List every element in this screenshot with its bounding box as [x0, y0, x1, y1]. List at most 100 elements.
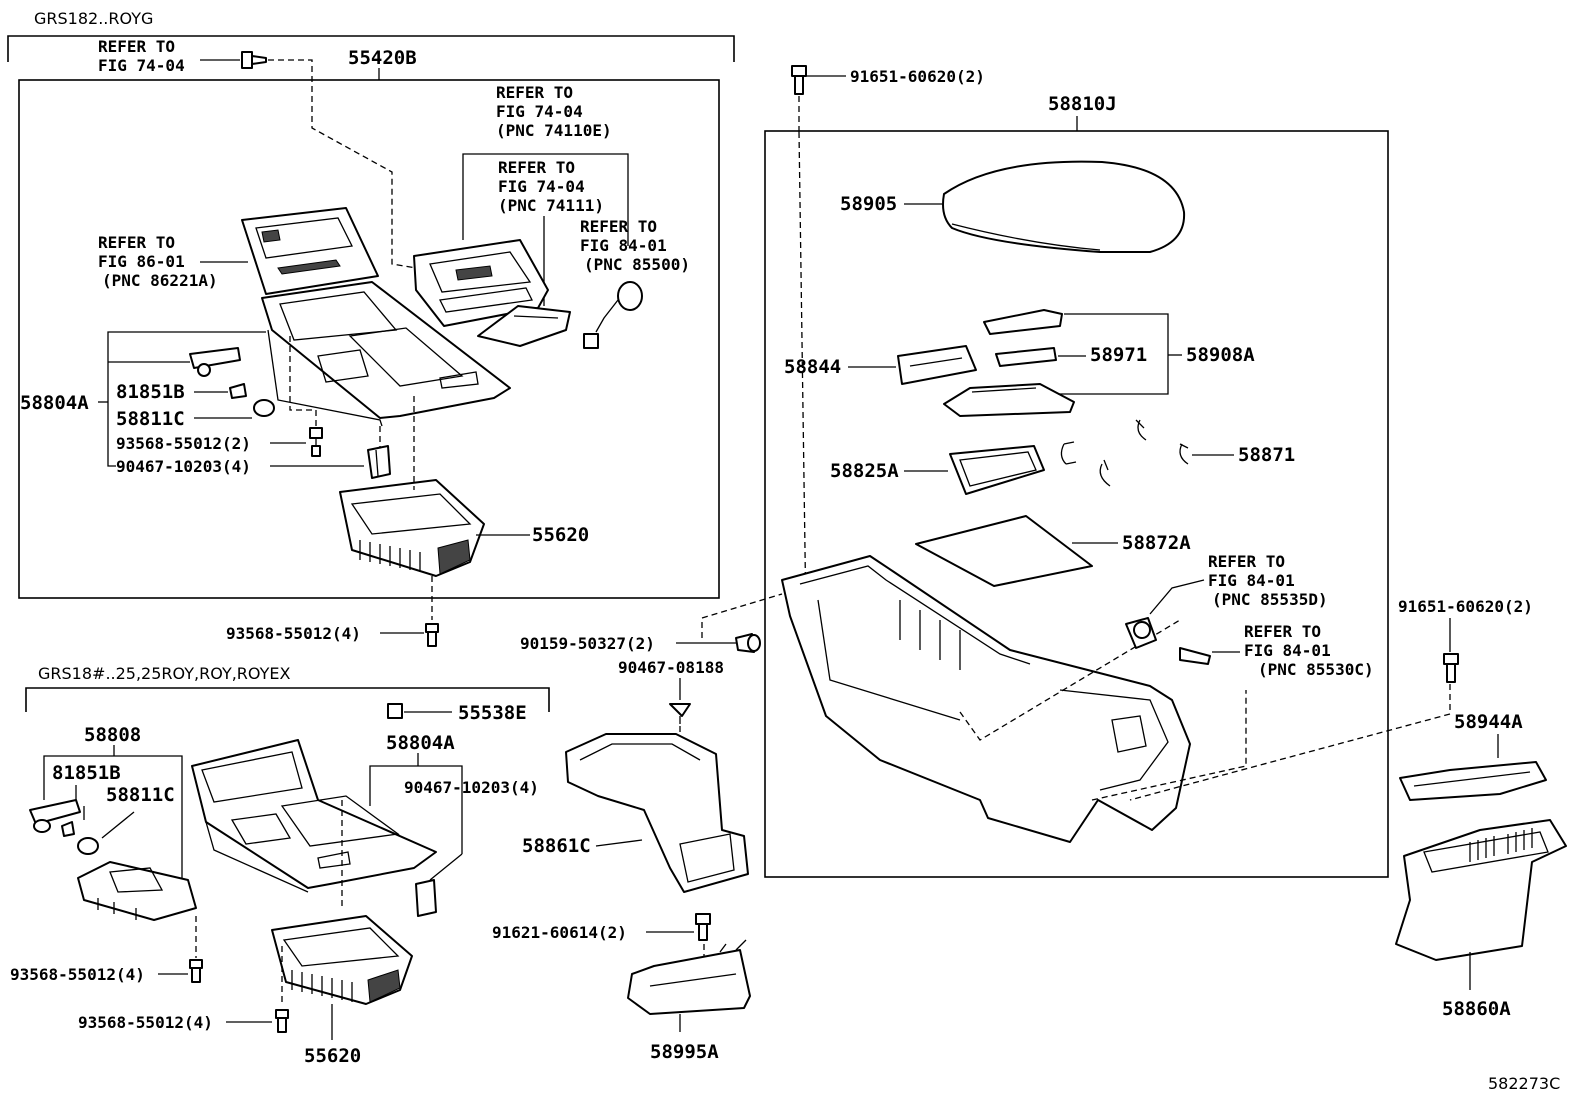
bolt-icon-c [189, 959, 203, 983]
ref-note-4-line1: REFER TO [580, 217, 657, 236]
shift-panel-lower [191, 739, 437, 893]
rear-vent-panel-part-58860A [1395, 819, 1567, 961]
part-label-55420B: 55420B [348, 47, 417, 69]
clip-icon-a [367, 445, 391, 479]
ref-note-2-line1: REFER TO [496, 83, 573, 102]
part-label-58810J: 58810J [1048, 93, 1117, 115]
part-label-90467-b: 90467-08188 [618, 658, 724, 677]
part-label-55620-upper: 55620 [532, 524, 589, 546]
ref-note-3-line2: FIG 74-04 [498, 177, 585, 196]
latch-part-upper [983, 309, 1063, 335]
section-bracket-lower [25, 687, 550, 712]
part-label-58971: 58971 [1090, 344, 1147, 366]
ref-note-3-line3: (PNC 74111) [498, 196, 604, 215]
part-label-58861C: 58861C [522, 835, 591, 857]
part-label-93568-b: 93568-55012(4) [226, 624, 361, 643]
vent-trim-part-58944A [1399, 761, 1547, 801]
part-label-90467-a: 90467-10203(4) [116, 457, 251, 476]
indicator-plate-part [77, 861, 197, 921]
part-label-55538E: 55538E [458, 702, 527, 724]
section-bracket-upper [7, 35, 735, 62]
mat-part-58872A [915, 515, 1093, 587]
part-label-58844: 58844 [784, 356, 841, 378]
ref-note-1-line2: FIG 74-04 [98, 56, 185, 75]
console-body-part [781, 555, 1191, 843]
lamp-housing-upper [189, 347, 241, 377]
duct-part-58861C [565, 733, 749, 893]
bolt-icon-d [275, 1009, 289, 1033]
bulb-socket-upper [253, 399, 275, 417]
part-label-58905: 58905 [840, 193, 897, 215]
clip-icon-90467-b [669, 703, 691, 724]
bolt-icon-91651-b [1443, 653, 1459, 683]
part-label-81851B-lower: 81851B [52, 762, 121, 784]
storage-box-upper [339, 479, 485, 577]
part-label-58860A: 58860A [1442, 998, 1511, 1020]
vent-grille-icon [1469, 828, 1533, 862]
part-label-91621: 91621-60614(2) [492, 923, 627, 942]
spring-clip-icons [1060, 419, 1189, 487]
socket-icon-85535D [1125, 617, 1157, 649]
diagram-code: 582273C [1488, 1074, 1560, 1093]
ref-note-4-line2: FIG 84-01 [580, 236, 667, 255]
clip-icon-c [415, 879, 437, 917]
shift-panel-part [261, 281, 511, 427]
bolt-icon-a [309, 427, 323, 457]
switch-module-part [413, 239, 549, 327]
part-label-58871: 58871 [1238, 444, 1295, 466]
ref-note-4-line3: (PNC 85500) [584, 255, 690, 274]
lock-knob-part [897, 345, 977, 385]
part-label-93568-a: 93568-55012(2) [116, 434, 251, 453]
part-label-58808: 58808 [84, 724, 141, 746]
bracket-part-58995A [627, 939, 751, 1015]
part-label-91651-a: 91651-60620(2) [850, 67, 985, 86]
part-label-58944A: 58944A [1454, 711, 1523, 733]
ref-note-6-line2: FIG 84-01 [1208, 571, 1295, 590]
part-label-93568-c: 93568-55012(4) [10, 965, 145, 984]
part-label-58811C-lower: 58811C [106, 784, 175, 806]
storage-box-lower [271, 915, 413, 1005]
part-label-93568-d: 93568-55012(4) [78, 1013, 213, 1032]
bulb-upper [229, 383, 247, 399]
part-label-58872A: 58872A [1122, 532, 1191, 554]
part-label-58908A: 58908A [1186, 344, 1255, 366]
ref-note-1-line1: REFER TO [98, 37, 175, 56]
latch-part-58971 [995, 347, 1057, 367]
ref-note-5-line2: FIG 86-01 [98, 252, 185, 271]
ref-note-6-line3: (PNC 85535D) [1212, 590, 1328, 609]
ref-note-2-line3: (PNC 74110E) [496, 121, 612, 140]
part-label-81851B-upper: 81851B [116, 381, 185, 403]
bezel-plate-part [241, 207, 379, 295]
ref-note-7-line2: FIG 84-01 [1244, 641, 1331, 660]
small-trim-part [477, 305, 571, 347]
power-socket-part [583, 281, 643, 349]
latch-base-part [943, 383, 1075, 417]
bolt-icon-b [425, 623, 439, 647]
ref-note-7-line1: REFER TO [1244, 622, 1321, 641]
ref-note-2-line2: FIG 74-04 [496, 102, 583, 121]
screw-icon [241, 51, 267, 69]
screw-icon-90159 [735, 633, 761, 653]
part-label-58995A: 58995A [650, 1041, 719, 1063]
part-label-90467-c: 90467-10203(4) [404, 778, 539, 797]
bulb-icon-85530C [1179, 647, 1211, 665]
part-label-90159: 90159-50327(2) [520, 634, 655, 653]
ref-note-6-line1: REFER TO [1208, 552, 1285, 571]
part-label-58811C-upper: 58811C [116, 408, 185, 430]
clip-icon-55538E [387, 703, 403, 719]
section-label-lower: GRS18#..25,25ROY,ROY,ROYEX [38, 664, 291, 683]
ref-note-5-line3: (PNC 86221A) [102, 271, 218, 290]
ref-note-7-line3: (PNC 85530C) [1258, 660, 1374, 679]
part-label-58804A-lower: 58804A [386, 732, 455, 754]
part-label-55620-lower: 55620 [304, 1045, 361, 1067]
lamp-housing-lower [29, 799, 81, 837]
assembly-box-55420B [18, 79, 720, 599]
section-label-upper: GRS182..ROYG [34, 9, 153, 28]
tray-part-58825A [949, 445, 1045, 495]
bulb-socket-lower [77, 837, 99, 855]
ref-note-3-line1: REFER TO [498, 158, 575, 177]
part-label-58825A: 58825A [830, 460, 899, 482]
ref-note-5-line1: REFER TO [98, 233, 175, 252]
part-label-58804A-upper: 58804A [20, 392, 89, 414]
part-label-91651-b: 91651-60620(2) [1398, 597, 1533, 616]
